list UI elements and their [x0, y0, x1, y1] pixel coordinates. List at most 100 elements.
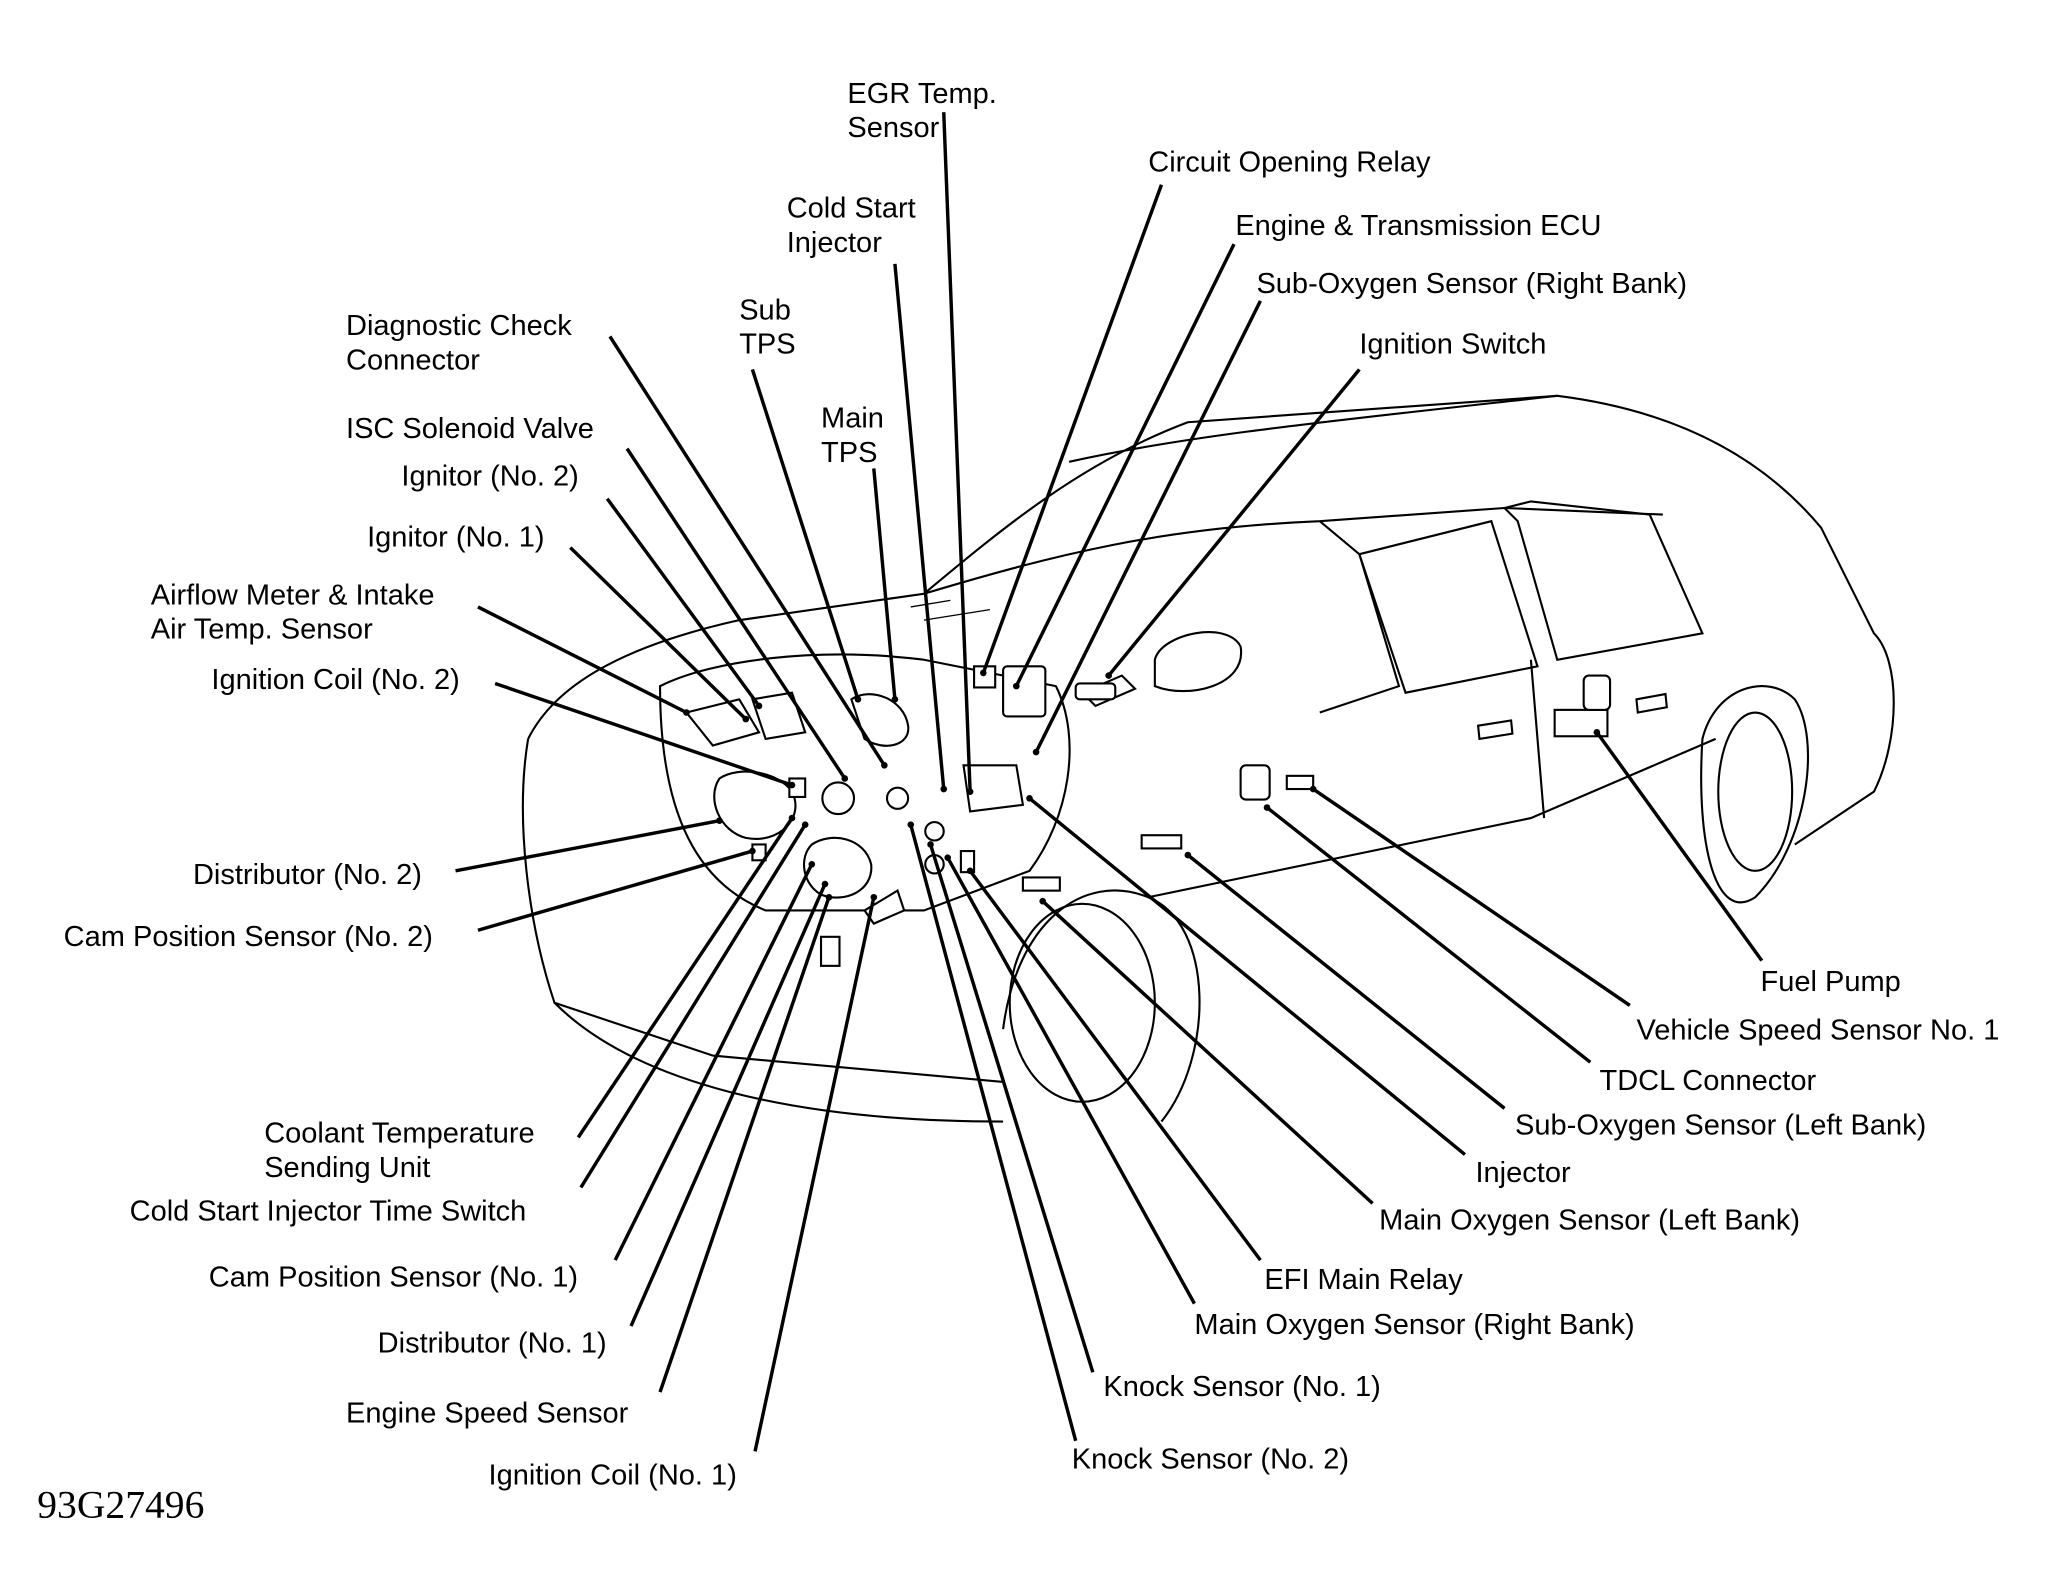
label-line: Distributor (No. 1): [378, 1327, 607, 1359]
arrowhead-icon: [749, 847, 756, 855]
label-isc-solenoid-valve: ISC Solenoid Valve: [346, 413, 594, 445]
label-ignitor-1: Ignitor (No. 1): [367, 521, 544, 553]
leader-line-efi-main-relay: [968, 869, 1262, 1262]
arrowhead-icon: [683, 709, 690, 716]
leader-line-ignition-switch: [1107, 368, 1361, 677]
leader-line-engine-speed-sensor: [658, 896, 831, 1393]
arrowhead-icon: [966, 867, 974, 875]
leader-line-main-tps: [872, 468, 897, 700]
leader-line-vehicle-speed-sensor-1: [1312, 787, 1631, 1007]
leader-line-ignition-coil-1: [753, 896, 876, 1452]
label-injector: Injector: [1475, 1157, 1570, 1189]
engine-components: [684, 665, 1612, 967]
label-line: Cold Start Injector Time Switch: [130, 1196, 527, 1228]
label-line: ISC Solenoid Valve: [346, 413, 594, 445]
label-ignition-coil-1: Ignition Coil (No. 1): [489, 1459, 737, 1491]
arrowhead-icon: [980, 669, 987, 677]
label-efi-main-relay: EFI Main Relay: [1264, 1264, 1463, 1296]
arrowhead-icon: [944, 854, 951, 861]
label-line: Injector: [1475, 1157, 1570, 1189]
leader-line-isc-solenoid-valve: [625, 447, 847, 780]
arrowhead-icon: [1105, 672, 1112, 679]
leader-line-ignitor-2: [605, 497, 761, 707]
label-line: Ignitor (No. 1): [367, 521, 544, 553]
arrowhead-icon: [1032, 748, 1040, 756]
label-line: Cam Position Sensor (No. 1): [209, 1261, 578, 1293]
label-line: Main Oxygen Sensor (Right Bank): [1194, 1309, 1634, 1341]
label-line: Knock Sensor (No. 1): [1103, 1371, 1380, 1403]
label-line: Main: [821, 403, 884, 435]
label-line: Cold Start: [787, 193, 916, 225]
label-line: Air Temp. Sensor: [151, 614, 373, 646]
label-distributor-2: Distributor (No. 2): [193, 859, 422, 891]
label-line: Sending Unit: [264, 1152, 430, 1184]
label-line: EFI Main Relay: [1264, 1264, 1463, 1296]
arrowhead-icon: [1184, 851, 1192, 859]
arrowhead-icon: [966, 788, 974, 795]
arrowhead-icon: [1263, 804, 1271, 811]
leader-line-sub-tps: [750, 368, 860, 700]
leader-line-airflow-meter: [477, 605, 688, 715]
label-line: Airflow Meter & Intake: [151, 579, 435, 611]
label-engine-transmission-ecu: Engine & Transmission ECU: [1235, 210, 1601, 242]
label-engine-speed-sensor: Engine Speed Sensor: [346, 1397, 629, 1429]
arrowhead-icon: [755, 702, 763, 710]
leader-lines: [455, 112, 1764, 1452]
arrowhead-icon: [808, 860, 816, 868]
label-egr-temp-sensor: EGR Temp.Sensor: [847, 78, 996, 144]
label-fuel-pump: Fuel Pump: [1760, 966, 1900, 998]
leader-line-circuit-opening-relay: [981, 184, 1164, 674]
leader-line-injector: [1028, 796, 1467, 1156]
arrowhead-icon: [716, 817, 723, 825]
label-line: Ignition Switch: [1359, 329, 1546, 361]
arrowhead-icon: [940, 785, 948, 793]
label-line: Ignition Coil (No. 1): [489, 1459, 737, 1491]
label-distributor-1: Distributor (No. 1): [378, 1327, 607, 1359]
label-line: Engine & Transmission ECU: [1235, 210, 1601, 242]
label-line: Sub: [739, 294, 791, 326]
label-line: Coolant Temperature: [264, 1118, 534, 1150]
arrowhead-icon: [1026, 794, 1033, 802]
label-line: Circuit Opening Relay: [1148, 147, 1431, 179]
label-knock-sensor-1: Knock Sensor (No. 1): [1103, 1371, 1380, 1403]
label-line: Ignitor (No. 2): [401, 461, 578, 493]
label-cam-position-sensor-2: Cam Position Sensor (No. 2): [64, 921, 433, 953]
label-line: Sensor: [847, 112, 939, 144]
arrowhead-icon: [841, 775, 849, 782]
leader-line-egr-temp-sensor: [942, 112, 972, 792]
leader-line-ignitor-1: [569, 546, 748, 721]
arrowhead-icon: [742, 715, 750, 723]
leader-line-cam-position-sensor-2: [477, 849, 753, 932]
label-line: EGR Temp.: [847, 78, 996, 110]
leader-line-fuel-pump: [1595, 731, 1764, 962]
arrowhead-icon: [891, 696, 899, 703]
arrowhead-icon: [881, 761, 888, 769]
arrowhead-icon: [821, 880, 829, 888]
leader-line-main-oxygen-sensor-left: [1041, 899, 1374, 1205]
arrowhead-icon: [1593, 729, 1601, 736]
label-ignition-coil-2: Ignition Coil (No. 2): [211, 664, 459, 696]
leader-line-engine-transmission-ecu: [1014, 243, 1236, 687]
leader-line-sub-oxygen-sensor-left: [1186, 853, 1506, 1110]
leader-line-cam-position-sensor-1: [613, 863, 814, 1261]
arrowhead-icon: [1013, 682, 1020, 690]
leader-line-distributor-2: [455, 819, 720, 873]
label-vehicle-speed-sensor-1: Vehicle Speed Sensor No. 1: [1636, 1015, 1999, 1047]
label-line: Distributor (No. 2): [193, 859, 422, 891]
leader-line-coolant-temp-sending-unit: [576, 817, 794, 1139]
label-line: Sub-Oxygen Sensor (Left Bank): [1515, 1110, 1926, 1142]
arrowhead-icon: [788, 814, 796, 822]
arrowhead-icon: [825, 893, 833, 901]
label-line: TPS: [821, 437, 877, 469]
label-line: Injector: [787, 227, 882, 259]
leader-line-distributor-1: [629, 883, 827, 1327]
label-ignition-switch: Ignition Switch: [1359, 329, 1546, 361]
label-line: Connector: [346, 344, 480, 376]
arrowhead-icon: [1039, 897, 1046, 905]
